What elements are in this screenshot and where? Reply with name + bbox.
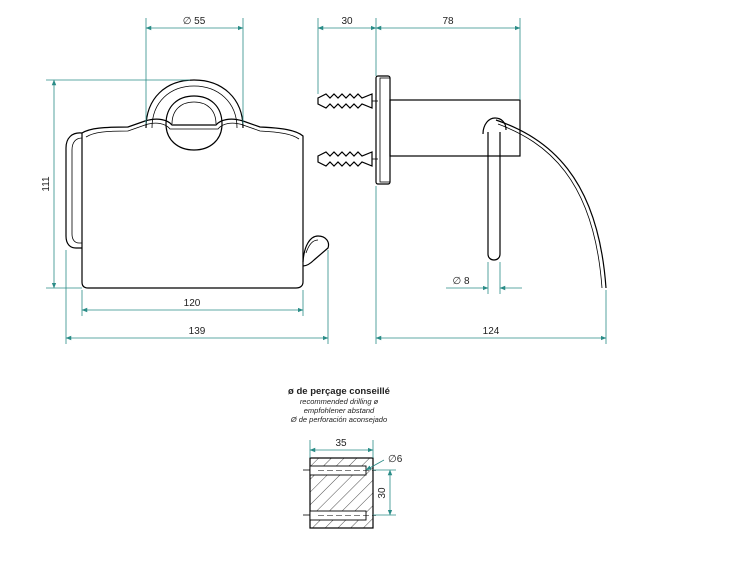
drill-detail xyxy=(303,457,376,529)
dim-diameter-6: ∅6 xyxy=(388,454,403,465)
vertical-bar xyxy=(487,132,501,261)
rosette-outline xyxy=(145,79,244,129)
front-view xyxy=(65,79,330,289)
dim-diameter-55: ∅ 55 xyxy=(183,16,206,27)
drilling-line-es: Ø de perforación aconsejado xyxy=(290,415,387,424)
paper-tail xyxy=(302,235,330,267)
cover-outline xyxy=(81,118,304,289)
lid-arc-inner xyxy=(497,123,603,289)
dim-diameter-8: ∅ 8 xyxy=(452,276,469,287)
dim-height-111: 111 xyxy=(41,176,52,192)
holder-arm-inner xyxy=(71,137,83,244)
dim-width-120: 120 xyxy=(184,298,201,309)
side-view xyxy=(317,75,607,289)
wall-plug-bottom xyxy=(317,151,378,167)
knob-inner xyxy=(171,101,217,125)
rosette-inner xyxy=(151,85,238,129)
holder-arm xyxy=(65,132,83,249)
wall-plug-top xyxy=(317,93,378,109)
cover-inner-line xyxy=(85,122,300,140)
drilling-note: ø de perçage conseillé recommended drill… xyxy=(288,386,390,424)
hinge-ring xyxy=(482,117,507,135)
dim-depth-30: 30 xyxy=(341,16,353,27)
lid-arc xyxy=(495,119,607,289)
wall-plate xyxy=(375,75,391,185)
wall-plate-inner xyxy=(379,77,391,183)
arm-body xyxy=(389,99,521,157)
paper-tail-inner xyxy=(305,239,319,254)
dim-depth-30-drill: 30 xyxy=(377,487,388,499)
knob xyxy=(165,95,223,151)
drilling-line-en: recommended drilling ø xyxy=(300,397,379,406)
side-dimensions: 30 78 ∅ 8 124 xyxy=(317,16,607,344)
dim-depth-124: 124 xyxy=(483,326,500,337)
dim-depth-78: 78 xyxy=(442,16,454,27)
dim-width-139: 139 xyxy=(189,326,206,337)
front-dimensions: ∅ 55 111 120 139 xyxy=(41,16,329,344)
drill-dimensions: 35 ∅6 30 xyxy=(309,438,403,516)
dim-spacing-35: 35 xyxy=(335,438,347,449)
drilling-line-de: empfohlener abstand xyxy=(304,406,375,415)
drilling-title: ø de perçage conseillé xyxy=(288,386,390,397)
